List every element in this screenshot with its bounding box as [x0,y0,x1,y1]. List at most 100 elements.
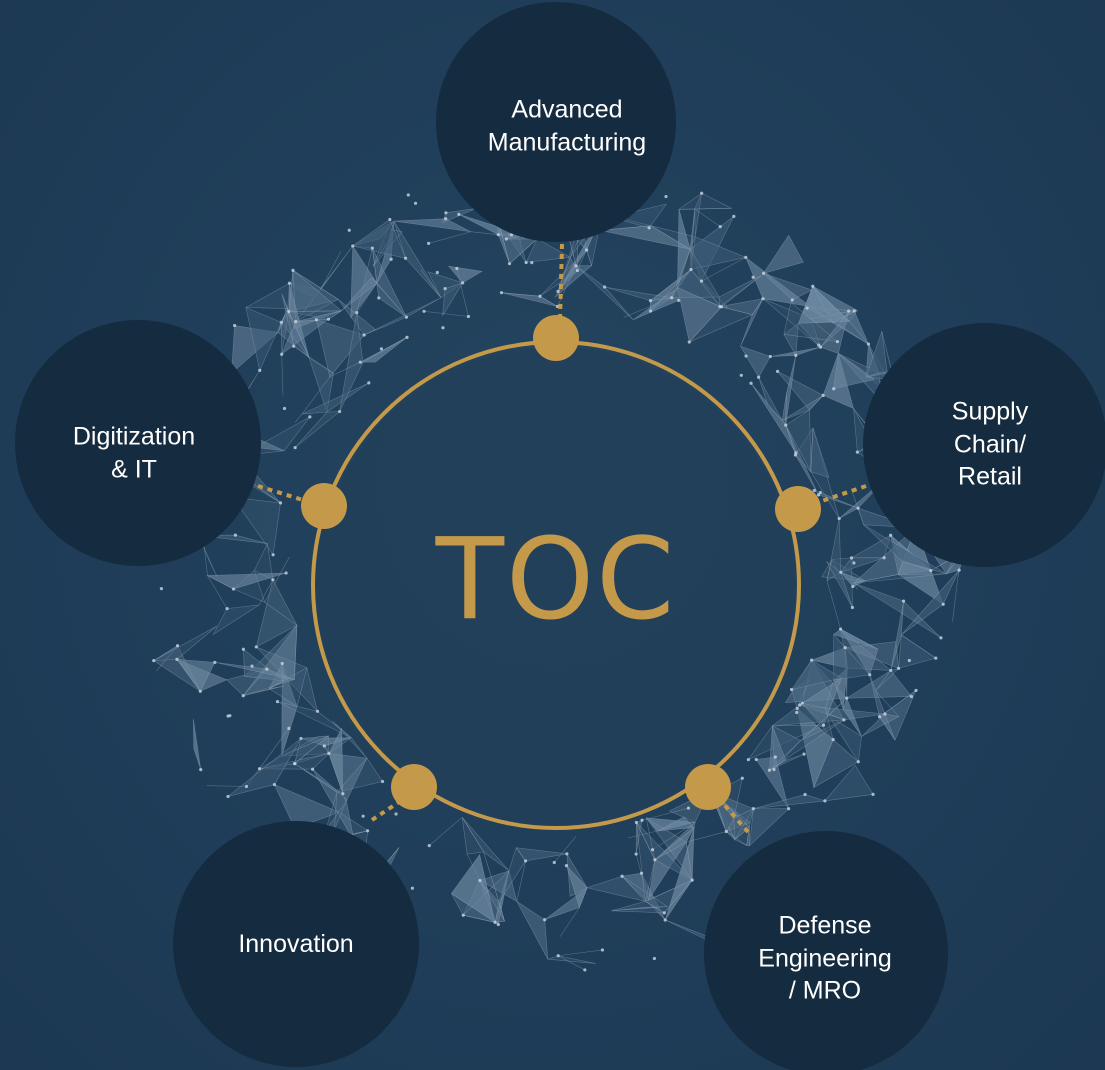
mesh-point [852,561,856,565]
mesh-point [800,701,804,705]
mesh-point [852,309,856,313]
mesh-point [744,354,748,358]
mesh-triangle [308,357,334,413]
mesh-triangle [801,677,843,726]
mesh-triangle [671,287,678,298]
mesh-point [556,289,560,294]
mesh-point [556,954,560,958]
mesh-point [648,309,653,313]
mesh-point [663,918,667,922]
mesh-triangle [242,624,298,697]
mesh-point [772,767,776,772]
mesh-point [784,423,788,427]
center-title: TOC [435,515,677,645]
mesh-point [292,344,296,348]
nodes [15,2,1105,1070]
mesh-triangle [801,702,834,740]
mesh-point [565,852,569,856]
mesh-triangle [833,633,871,681]
mesh-point [835,339,840,344]
mesh-triangle [206,572,287,590]
mesh-triangle [758,377,783,421]
mesh-triangle [694,208,721,227]
mesh-point [812,488,816,493]
mesh-point [278,501,283,505]
mesh-point [652,956,657,961]
mesh-triangle [733,807,755,841]
mesh-triangle [664,827,695,921]
mesh-point [856,760,860,764]
mesh-point [241,647,245,651]
mesh-triangle [360,337,408,363]
mesh-triangle [288,269,343,312]
mesh-triangle [657,816,695,832]
mesh-triangle [798,285,851,324]
mesh-triangle [243,685,285,696]
mesh-point [647,226,651,230]
mesh-point [868,673,872,677]
mesh-point [653,858,657,862]
mesh-point [394,812,398,816]
mesh-point [370,246,374,250]
mesh-point [530,261,534,265]
mesh-triangle [281,354,284,396]
mesh-point [901,599,906,603]
mesh-triangle [755,756,789,809]
mesh-point [689,267,693,272]
mesh-point [388,217,392,222]
mesh-triangle [648,879,693,901]
mesh-triangle [301,382,369,415]
mesh-triangle [328,727,344,794]
mesh-point [775,369,780,373]
mesh-point [746,757,750,762]
connector-innovation [370,798,404,822]
mesh-triangle [633,287,680,321]
mesh-point [380,779,385,784]
mesh-point [444,217,448,221]
mesh-triangle [825,679,834,709]
mesh-point [272,782,277,787]
mesh-point [821,393,825,397]
mesh-triangle [442,282,464,316]
mesh-triangle [364,297,442,336]
mesh-triangle [352,218,407,259]
mesh-triangle [264,602,298,626]
mesh-point [271,578,275,582]
mesh-point [773,755,777,759]
mesh-point [699,279,704,283]
mesh-triangle [269,680,284,689]
mesh-point [575,268,579,273]
mesh-triangle [898,634,937,669]
mesh-point [662,911,666,915]
mesh-triangle [294,411,341,448]
mesh-triangle [557,256,578,292]
mesh-point [677,298,681,302]
node-circle-digitization-it [15,320,261,566]
mesh-point [574,264,578,268]
mesh-triangle [636,822,656,902]
mesh-point [244,784,249,789]
mesh-point [338,409,342,414]
mesh-point [803,792,807,797]
mesh-triangle [243,648,285,682]
mesh-point [152,659,156,663]
mesh-triangle [763,273,813,301]
mesh-point [493,920,497,924]
mesh-triangle [273,783,341,829]
mesh-point [889,533,893,537]
mesh-point [564,863,569,868]
mesh-triangle [785,409,812,472]
mesh-triangle [772,725,802,771]
mesh-point [724,829,728,834]
mesh-point [293,445,297,450]
node-circle-supply-chain-retail [863,323,1105,567]
mesh-point [805,306,809,310]
mesh-triangle [176,659,216,692]
mesh-point [634,820,638,825]
mesh-point [851,584,855,589]
mesh-triangle [740,298,764,347]
mesh-point [427,241,431,245]
mesh-triangle [762,234,804,274]
mesh-point [768,354,772,359]
